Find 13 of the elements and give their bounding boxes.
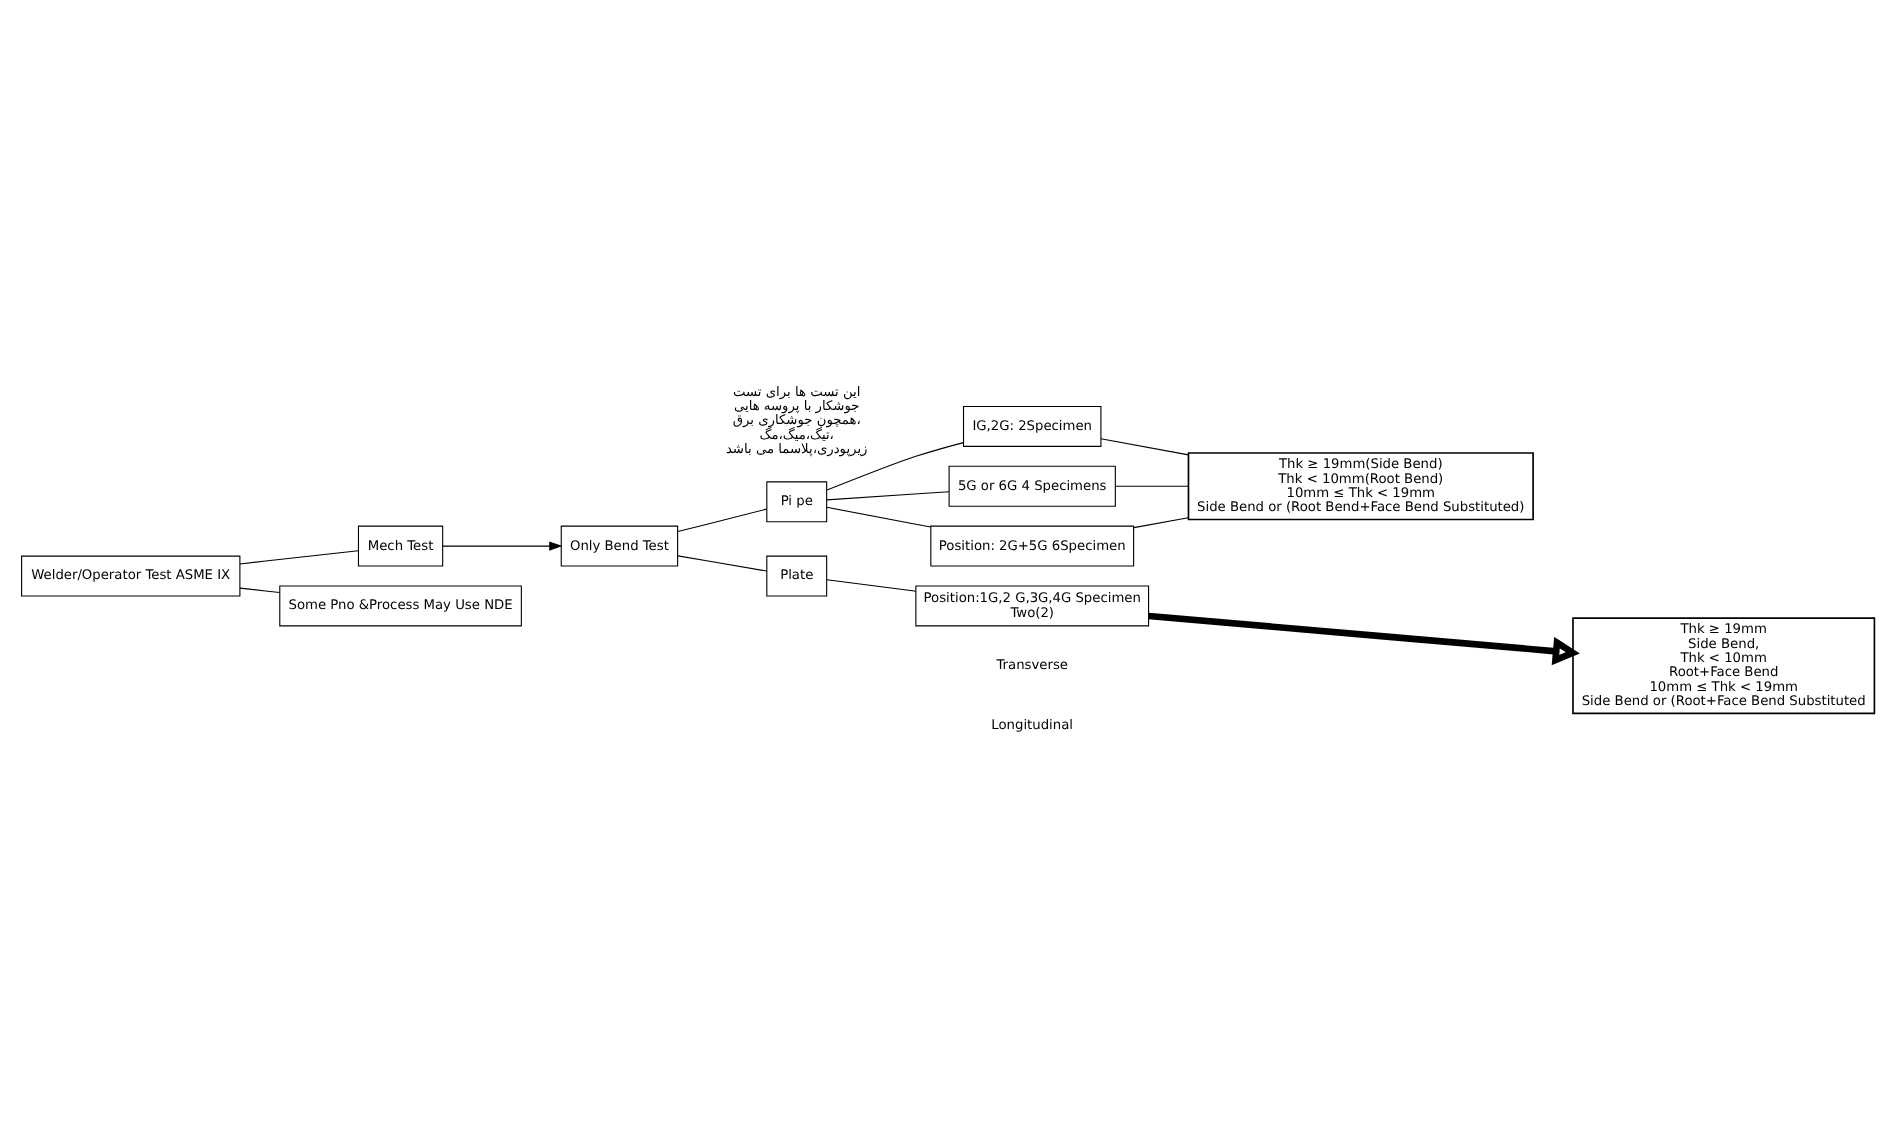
connector [1133,516,1189,528]
connector [677,554,768,571]
connector [826,490,950,500]
connector [677,507,768,532]
connector [239,549,359,564]
connector [239,586,281,593]
connector [826,441,964,490]
connector [826,578,917,591]
connector [1100,437,1189,455]
arrow [1148,611,1580,665]
arrow [442,540,563,550]
connector [1115,484,1189,486]
connector [826,505,932,527]
